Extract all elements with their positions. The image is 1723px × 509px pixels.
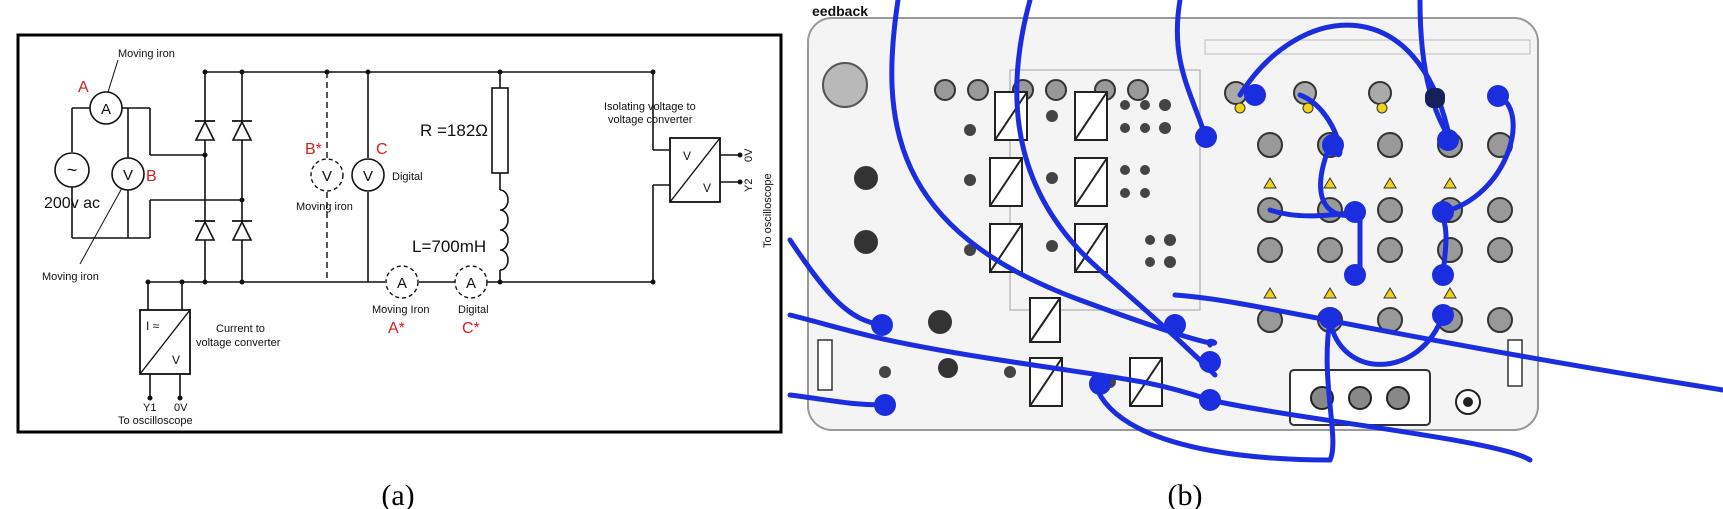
label-moving-iron-top: Moving iron: [118, 48, 175, 60]
label-c-star: C*: [462, 320, 480, 337]
svg-text:I ≈: I ≈: [146, 319, 160, 333]
svg-text:V: V: [703, 181, 711, 195]
label-digital-v: Digital: [392, 171, 423, 183]
svg-text:V: V: [683, 149, 691, 163]
voltmeter-b-star-letter: V: [322, 168, 332, 185]
label-digital-ammeter: Digital: [458, 304, 489, 316]
panel-a-schematic: ~ A V: [16, 33, 783, 434]
isolating-converter: V V: [669, 137, 721, 203]
label-0v-bottom: 0V: [174, 402, 188, 414]
label-isolating-1: Isolating voltage to: [604, 101, 696, 113]
ac-source-tilde: ~: [67, 160, 78, 180]
mid-sockets: [879, 99, 1176, 388]
label-a-star: A*: [388, 320, 405, 337]
caption-b: (b): [1168, 479, 1203, 509]
label-source: 200v ac: [44, 195, 100, 212]
label-moving-iron-left: Moving iron: [42, 271, 99, 283]
label-moving-iron-ammeter: Moving Iron: [372, 304, 429, 316]
caption-a: (a): [381, 479, 414, 509]
diode-row: [1234, 102, 1457, 299]
ammeter-a-star-letter: A: [397, 275, 407, 292]
voltmeter-c: [351, 158, 385, 192]
label-to-osc-bottom: To oscilloscope: [118, 415, 193, 427]
ammeter-a-letter: A: [101, 101, 111, 118]
panel-a-frame: [16, 33, 783, 434]
voltmeter-b: [111, 157, 145, 191]
label-y2: Y2: [743, 179, 755, 192]
label-isolating-2: voltage converter: [608, 114, 693, 126]
label-a: A: [78, 79, 89, 96]
converter-blocks: [989, 91, 1163, 407]
svg-text:V: V: [172, 353, 180, 367]
label-0v-right: 0V: [743, 148, 755, 162]
main-knob: [822, 62, 868, 108]
panel-b-board: eedback: [787, 0, 1723, 463]
label-y1: Y1: [143, 402, 156, 414]
label-resistor: R =182Ω: [420, 121, 488, 140]
ammeter-c-star-letter: A: [466, 275, 476, 292]
resistor: [491, 87, 509, 174]
brand-text: eedback: [812, 3, 868, 19]
voltmeter-b-letter: V: [123, 167, 133, 184]
voltmeter-c-letter: V: [363, 168, 373, 185]
top-sockets: [934, 79, 1392, 105]
label-b-star: B*: [305, 141, 322, 158]
ammeter-a-star: [385, 265, 419, 299]
current-to-voltage-converter: I ≈ V: [139, 309, 191, 375]
label-current-2: voltage converter: [196, 337, 281, 349]
label-b: B: [146, 168, 157, 185]
ac-source: [54, 152, 90, 188]
label-to-osc-vertical: To oscilloscope: [762, 173, 774, 248]
inductor: [499, 189, 509, 271]
bridge-rectifier: [194, 71, 653, 282]
label-current-1: Current to: [216, 323, 265, 335]
bar-meter-left: [817, 339, 833, 391]
ammeter-c-star: [454, 265, 488, 299]
dial-knobs: [854, 166, 958, 378]
bar-meter-right: [1507, 339, 1523, 387]
plug-heads: [871, 84, 1509, 416]
voltmeter-b-star: [310, 158, 344, 192]
ammeter-a: [89, 91, 123, 125]
label-moving-iron-mid: Moving iron: [296, 201, 353, 213]
label-c: C: [376, 141, 388, 158]
label-inductor: L=700mH: [412, 237, 486, 256]
